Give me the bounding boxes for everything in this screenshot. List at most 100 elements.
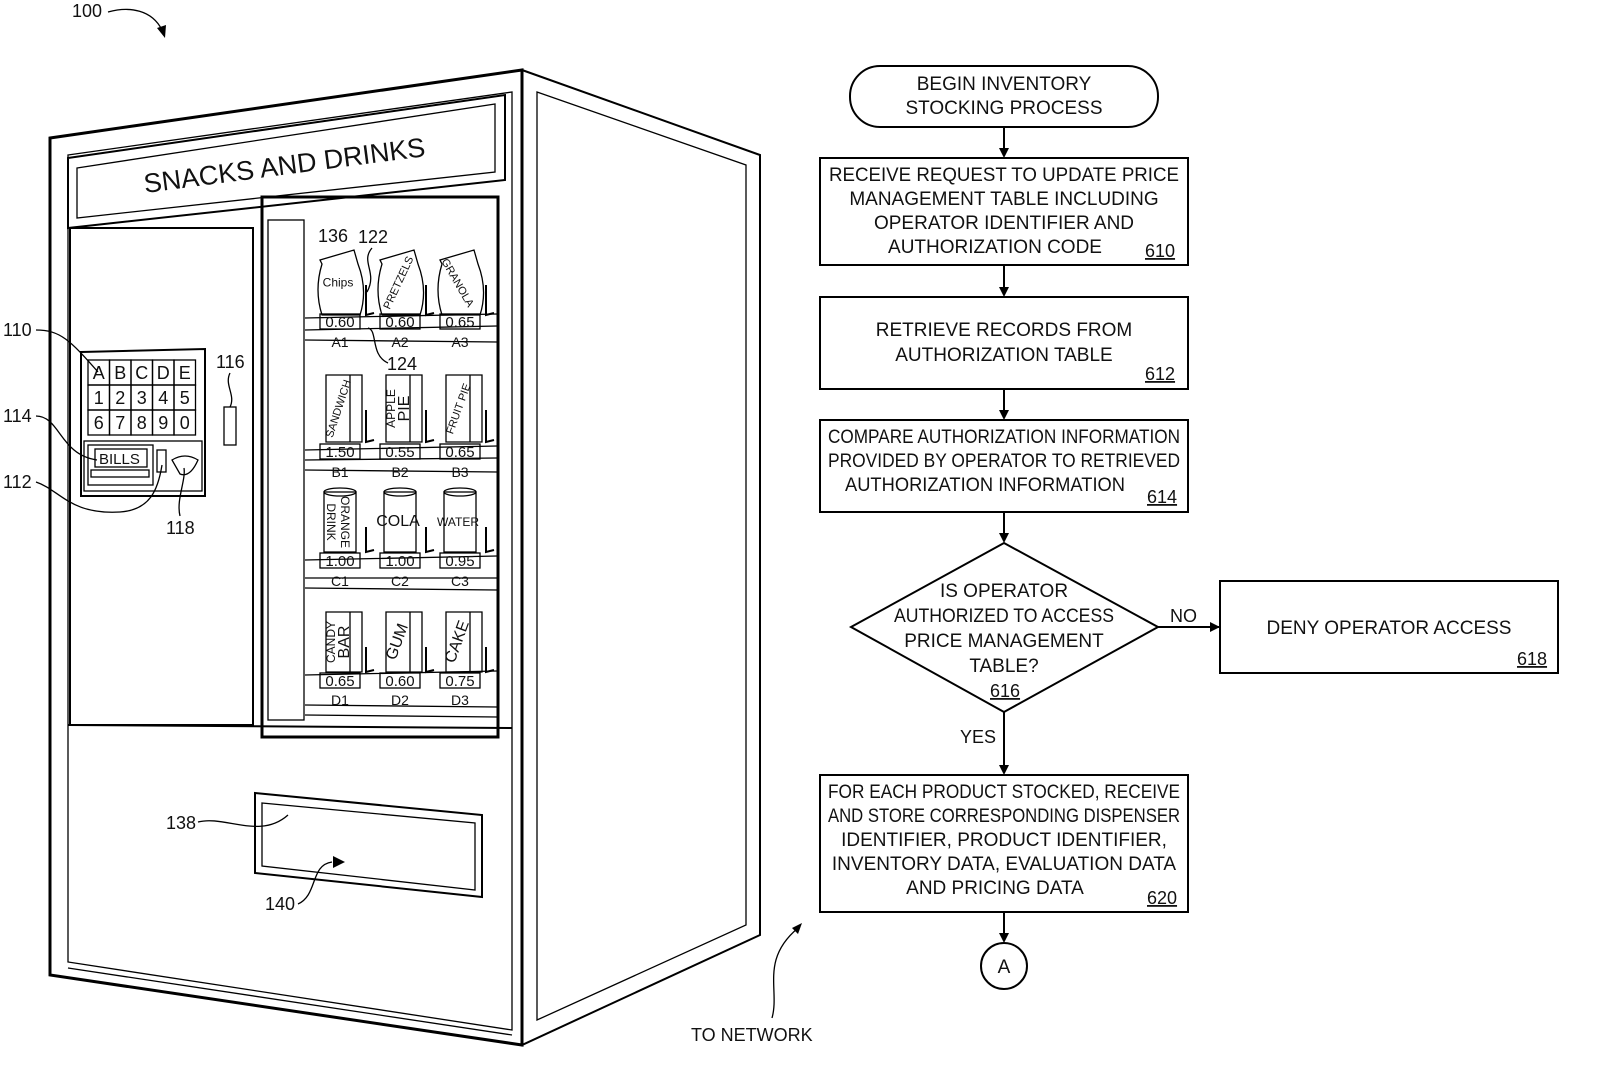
step-line: AUTHORIZATION CODE [888, 237, 1102, 258]
price-display [439, 313, 481, 330]
leader-110 [35, 329, 99, 373]
s614-text: COMPARE AUTHORIZATION INFORMATIONPROVIDE… [828, 427, 1180, 507]
keypad-key-label: A [93, 363, 105, 383]
step-614 [819, 419, 1189, 513]
step-ref: 620 [1147, 888, 1177, 908]
keypad-key-label: 3 [137, 388, 147, 408]
product-name: FRUIT PIE [444, 382, 473, 436]
keypad-key-label: 6 [94, 413, 104, 433]
spiral-dispenser [425, 285, 435, 317]
price-display [439, 443, 481, 460]
base-inner [67, 967, 513, 1036]
ref-138: 138 [166, 813, 196, 833]
payment-panel [83, 440, 203, 492]
arrowhead-icon [999, 765, 1009, 775]
step-line: INVENTORY DATA, EVALUATION DATA [832, 854, 1177, 875]
step-line: BEGIN INVENTORY [917, 74, 1092, 95]
ref-116: 116 [216, 352, 245, 372]
product-name: Chips [323, 276, 354, 290]
spiral-dispenser [485, 285, 495, 317]
divider [67, 724, 513, 729]
ref-136: 136 [318, 226, 348, 246]
product-name: CANDY [324, 621, 338, 663]
keypad-key[interactable] [173, 409, 197, 436]
step-620 [819, 774, 1189, 913]
slot-label: A3 [451, 334, 468, 350]
can-top [323, 487, 357, 497]
network-leader [771, 927, 799, 1019]
product-name: COLA [376, 513, 420, 530]
keypad-key-label: 0 [180, 413, 190, 433]
step-line: IDENTIFIER, PRODUCT IDENTIFIER, [841, 830, 1167, 851]
slot-label: A1 [331, 334, 348, 350]
vending-machine: SNACKS AND DRINKS Chips0.60A1PRETZELS0.6… [3, 68, 813, 1047]
bill-slot [90, 469, 150, 478]
leader-118 [178, 467, 185, 517]
step-612 [819, 296, 1189, 390]
price-label: 0.65 [445, 314, 474, 331]
step-line: DENY OPERATOR ACCESS [1267, 618, 1512, 639]
price-label: 1.00 [385, 553, 414, 570]
box-package [445, 611, 483, 673]
box-package [325, 611, 363, 673]
keypad-key-label: 8 [137, 413, 147, 433]
keypad-key-label: 1 [94, 388, 104, 408]
spiral-dispenser [425, 527, 435, 554]
slot-label: C3 [451, 573, 469, 589]
leader-124 [367, 327, 389, 364]
slot-label: B2 [391, 464, 408, 480]
spiral-dispenser [485, 527, 495, 554]
card-reader[interactable] [156, 449, 167, 473]
slot-label: D1 [331, 692, 349, 708]
price-label: 1.50 [325, 444, 354, 461]
leader-114 [35, 415, 98, 461]
ref-110: 110 [3, 320, 32, 340]
step-line: AND STORE CORRESPONDING DISPENSER [828, 806, 1180, 827]
keypad-key-label: 9 [158, 413, 168, 433]
price-display [379, 313, 421, 330]
price-display [379, 672, 421, 689]
product-name: ORANGE [338, 496, 352, 548]
price-label: 0.75 [445, 673, 474, 690]
step-line: OPERATOR IDENTIFIER AND [874, 213, 1134, 234]
figure-ref-arrow [107, 8, 163, 31]
slot-label: C2 [391, 573, 409, 589]
dispensing-slot[interactable] [254, 791, 483, 899]
slot-inner [261, 802, 476, 891]
step-ref: 616 [990, 681, 1020, 701]
spiral-dispenser [485, 410, 495, 444]
product-name: APPLE [384, 389, 398, 428]
arrowhead-icon [792, 923, 802, 934]
can-package [383, 491, 417, 553]
ref-118: 118 [166, 518, 195, 538]
price-label: 0.60 [385, 673, 414, 690]
step-line: AUTHORIZED TO ACCESS [894, 606, 1114, 627]
to-network-label: TO NETWORK [691, 1025, 813, 1045]
spiral-dispenser [365, 410, 375, 444]
card-swipe-116[interactable] [223, 406, 237, 446]
bill-label-box [94, 448, 148, 468]
bill-acceptor[interactable] [87, 444, 154, 486]
yes-label: YES [960, 727, 996, 747]
coin-slot[interactable] [171, 455, 199, 476]
step-line: RETRIEVE RECORDS FROM [876, 320, 1133, 341]
keypad-key-label: 2 [115, 388, 125, 408]
